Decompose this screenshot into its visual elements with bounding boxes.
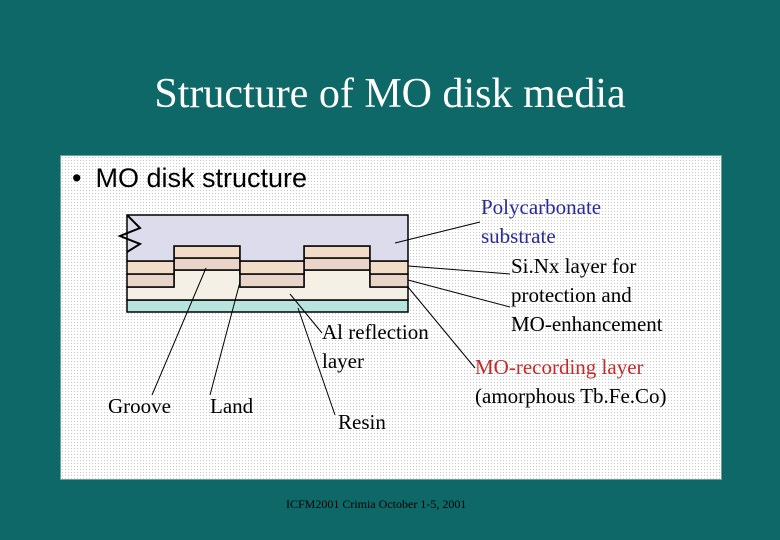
- label-resin: Resin: [338, 410, 386, 434]
- bullet-text: MO disk structure: [95, 163, 307, 193]
- polycarbonate-substrate: [126, 214, 409, 262]
- bullet-dot-icon: •: [72, 163, 82, 193]
- label-groove: Groove: [108, 394, 171, 418]
- label-polycarbonate: Polycarbonate substrate: [481, 195, 602, 248]
- content-panel: [60, 155, 722, 480]
- bullet-item: • MO disk structure: [72, 163, 307, 194]
- pointer-lines: [151, 221, 511, 416]
- break-mark: [117, 214, 143, 253]
- slide-footer: ICFM2001 Crimia October 1-5, 2001: [286, 497, 467, 511]
- label-land: Land: [210, 394, 254, 418]
- label-mo-recording: MO-recording layer (amorphous Tb.Fe.Co): [475, 355, 667, 408]
- resin-layer: [126, 299, 409, 313]
- slide-title: Structure of MO disk media: [154, 71, 626, 117]
- label-sinx: Si.Nx layer for protection and MO-enhanc…: [511, 254, 663, 336]
- label-al-reflection: Al reflection layer: [322, 320, 429, 373]
